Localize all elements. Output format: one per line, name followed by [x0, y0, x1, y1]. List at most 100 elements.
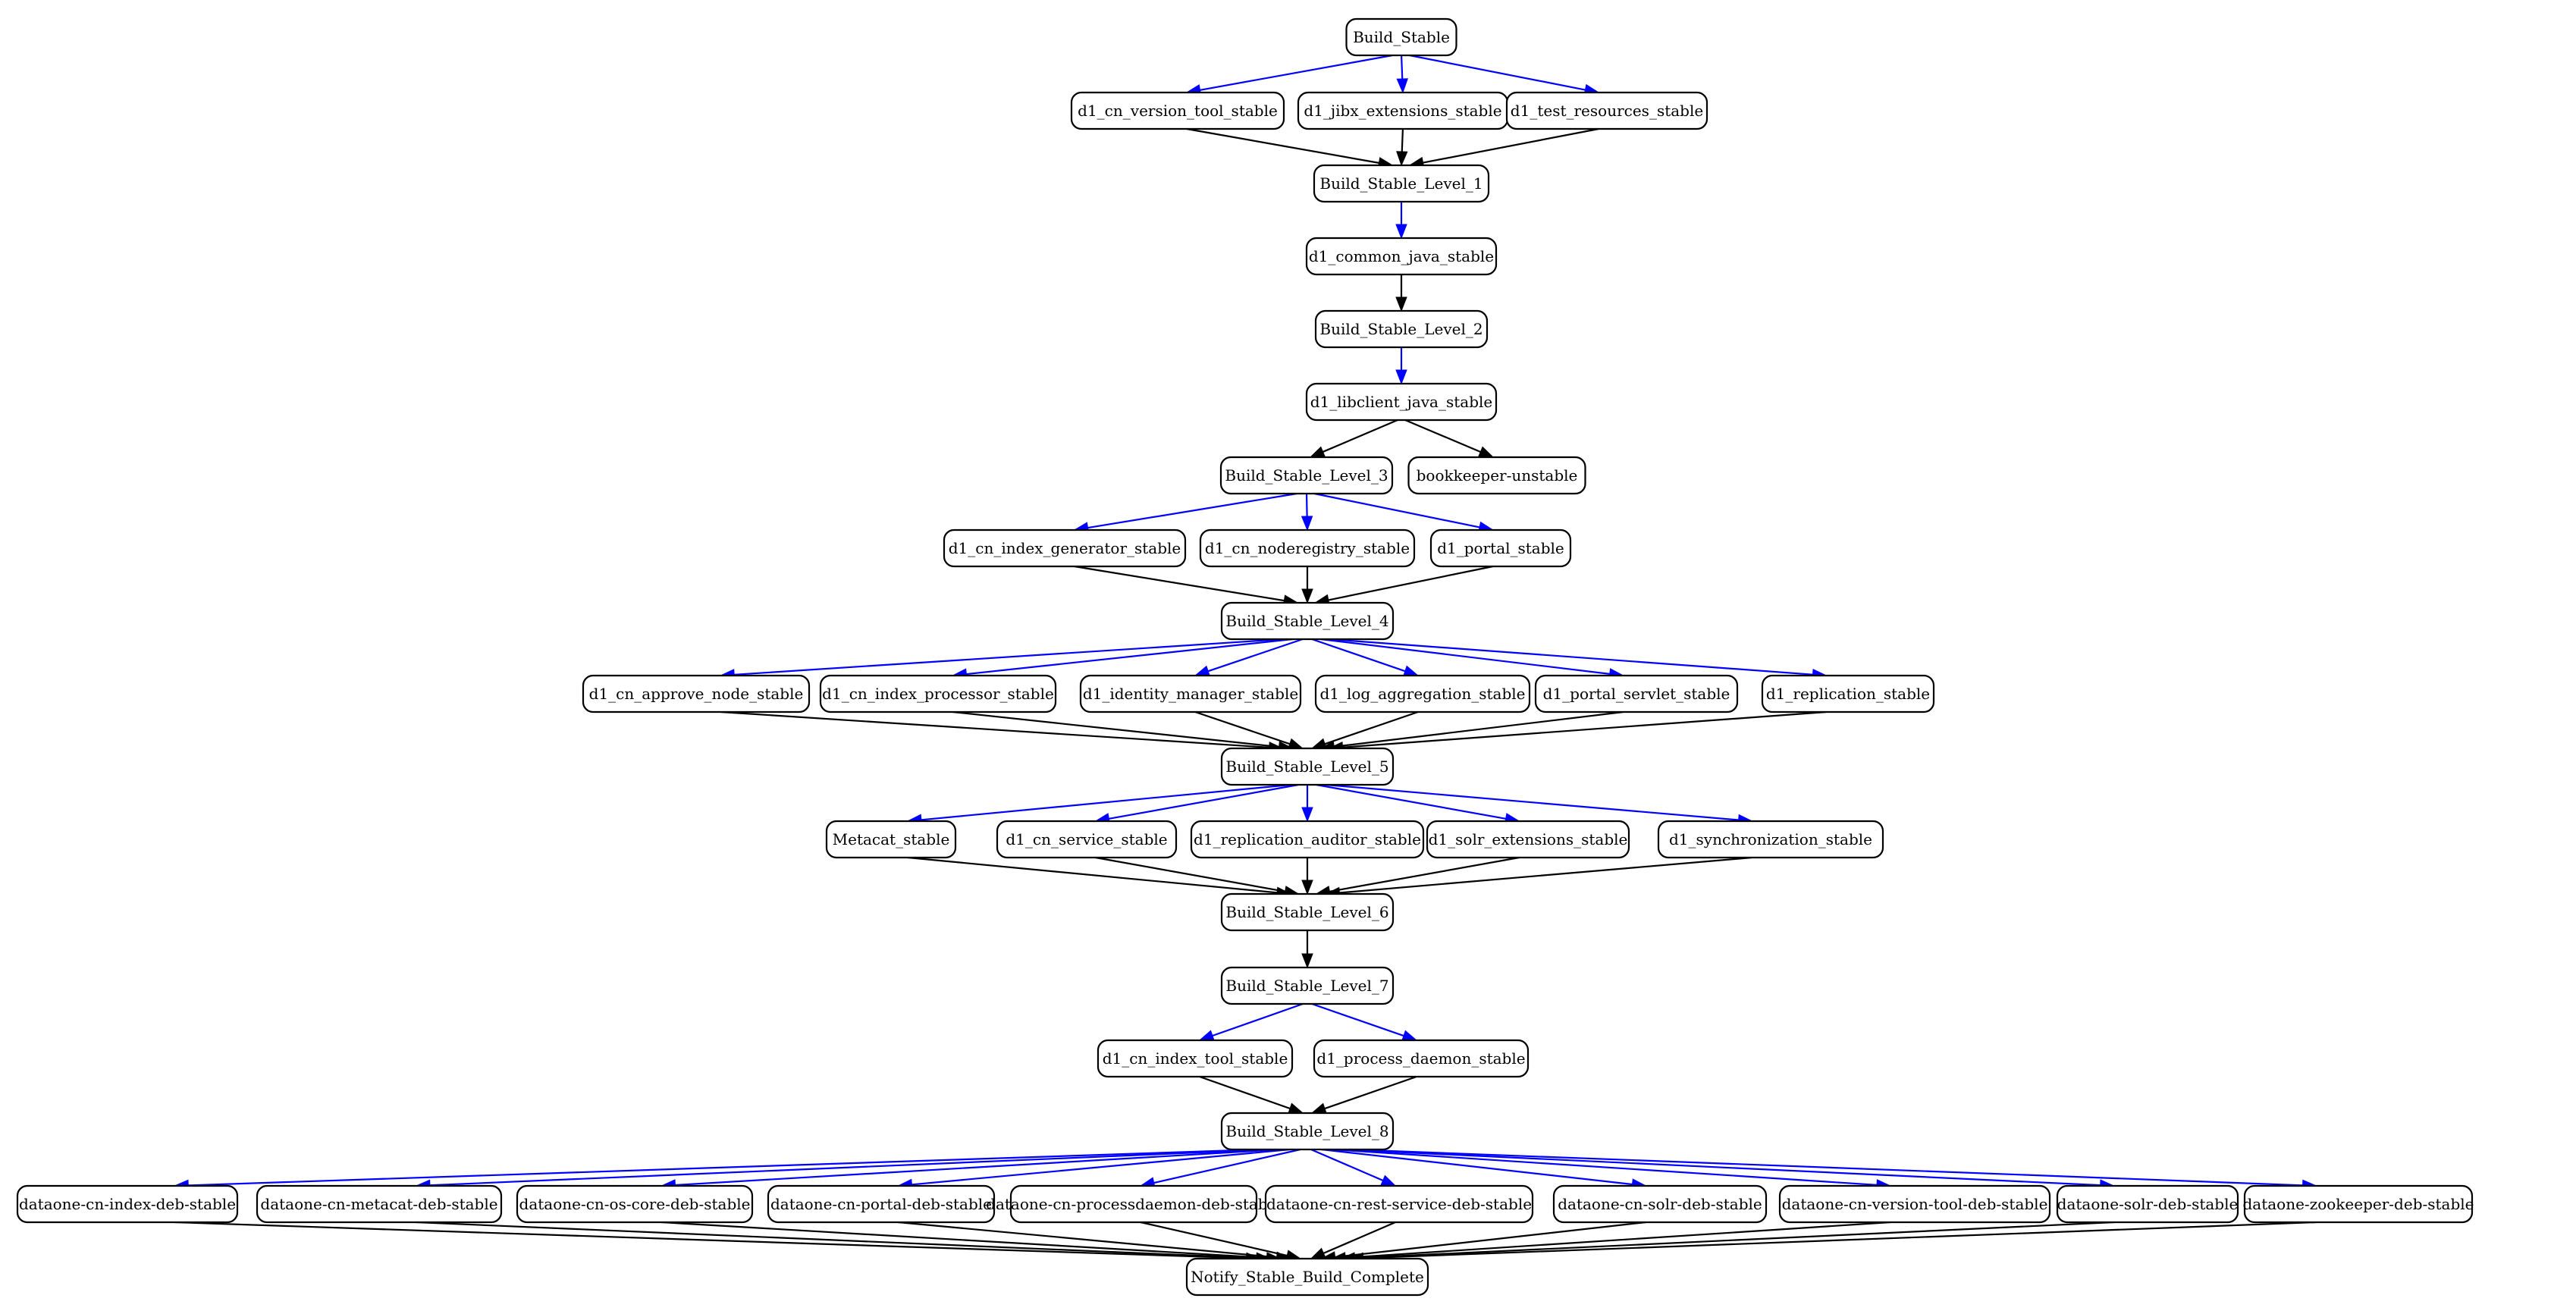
node-l6[interactable]: Build_Stable_Level_6 — [1220, 892, 1395, 932]
node-l3[interactable]: Build_Stable_Level_3 — [1219, 456, 1394, 495]
node-label: dataone-cn-metacat-deb-stable — [260, 1195, 497, 1213]
node-cs[interactable]: d1_cn_service_stable — [996, 820, 1178, 859]
node-rep[interactable]: d1_replication_stable — [1761, 674, 1935, 713]
node-box — [1220, 1112, 1395, 1151]
node-la[interactable]: d1_log_aggregation_stable — [1314, 674, 1531, 713]
node-db1[interactable]: dataone-cn-index-deb-stable — [16, 1184, 239, 1224]
node-box — [825, 820, 957, 859]
node-label: d1_cn_index_processor_stable — [822, 685, 1054, 703]
edge-line — [1311, 1002, 1404, 1037]
node-label: dataone-cn-index-deb-stable — [19, 1195, 236, 1213]
node-db10[interactable]: dataone-zookeeper-deb-stable — [2242, 1184, 2474, 1224]
node-label: d1_libclient_java_stable — [1310, 393, 1492, 411]
edge-arrowhead — [1395, 369, 1407, 385]
node-l7[interactable]: Build_Stable_Level_7 — [1220, 966, 1395, 1005]
edge-line — [1423, 127, 1599, 164]
edge-arrowhead — [1301, 588, 1313, 604]
node-vt[interactable]: d1_cn_version_tool_stable — [1070, 91, 1285, 130]
edge-line — [1212, 1002, 1304, 1037]
node-l4[interactable]: Build_Stable_Level_4 — [1220, 601, 1395, 641]
edge-line — [1321, 1148, 1633, 1186]
node-box — [767, 1184, 996, 1224]
node-nr[interactable]: d1_cn_noderegistry_stable — [1199, 528, 1416, 568]
node-box — [582, 674, 811, 713]
node-box — [1429, 528, 1572, 568]
edge-arrowhead — [1396, 151, 1408, 167]
node-box — [1345, 17, 1457, 57]
edge-line — [720, 710, 1269, 748]
edge-line — [1342, 710, 1827, 748]
node-label: dataone-cn-portal-deb-stable — [770, 1195, 992, 1213]
edge-l2-to-lcj — [1395, 347, 1407, 385]
node-db9[interactable]: dataone-solr-deb-stable — [2056, 1184, 2239, 1224]
node-db7[interactable]: dataone-cn-solr-deb-stable — [1552, 1184, 1768, 1224]
node-box — [1657, 820, 1884, 859]
edge-line — [1153, 1148, 1301, 1184]
edge-line — [675, 1148, 1281, 1187]
edge-line — [1323, 419, 1398, 453]
node-an[interactable]: d1_cn_approve_node_stable — [582, 674, 811, 713]
edge-line — [1341, 1148, 2101, 1187]
node-label: d1_process_daemon_stable — [1316, 1049, 1525, 1068]
node-ig[interactable]: d1_cn_index_generator_stable — [943, 528, 1187, 568]
node-se[interactable]: d1_solr_extensions_stable — [1426, 820, 1630, 859]
node-cj[interactable]: d1_common_java_stable — [1305, 237, 1498, 276]
node-label: bookkeeper-unstable — [1417, 466, 1578, 485]
edge-l1-to-cj — [1395, 202, 1407, 240]
edge-l7-to-it — [1198, 1002, 1304, 1042]
node-label: dataone-solr-deb-stable — [2057, 1195, 2239, 1213]
node-ps[interactable]: d1_portal_stable — [1429, 528, 1572, 568]
node-box — [1097, 1039, 1294, 1078]
node-db5[interactable]: dataone-cn-processdaemon-deb-stable — [986, 1184, 1282, 1224]
node-l1[interactable]: Build_Stable_Level_1 — [1313, 164, 1490, 203]
node-ra[interactable]: d1_replication_auditor_stable — [1190, 820, 1425, 859]
node-label: dataone-cn-solr-deb-stable — [1558, 1195, 1762, 1213]
node-l2[interactable]: Build_Stable_Level_2 — [1314, 309, 1489, 349]
node-it[interactable]: d1_cn_index_tool_stable — [1097, 1039, 1294, 1078]
node-box — [996, 820, 1178, 859]
node-tr[interactable]: d1_test_resources_stable — [1505, 91, 1708, 130]
edge-jibx-to-l1 — [1396, 128, 1408, 167]
node-db8[interactable]: dataone-cn-version-tool-deb-stable — [1778, 1184, 2051, 1224]
node-ip[interactable]: d1_cn_index_processor_stable — [819, 674, 1057, 713]
node-box — [516, 1184, 754, 1224]
edge-l5-to-ra — [1301, 785, 1313, 823]
edge-line — [911, 1148, 1291, 1186]
node-sy[interactable]: d1_synchronization_stable — [1657, 820, 1884, 859]
node-db2[interactable]: dataone-cn-metacat-deb-stable — [256, 1184, 503, 1224]
node-bs[interactable]: Build_Stable — [1345, 17, 1457, 57]
edge-arrowhead — [1395, 296, 1407, 312]
edge-line — [1324, 710, 1419, 745]
edge-line — [1200, 54, 1393, 91]
node-box — [1314, 674, 1531, 713]
node-mc[interactable]: Metacat_stable — [825, 820, 957, 859]
edge-line — [1207, 638, 1304, 673]
node-label: d1_log_aggregation_stable — [1319, 685, 1525, 703]
node-psv[interactable]: d1_portal_servlet_stable — [1534, 674, 1739, 713]
node-nt[interactable]: Notify_Stable_Build_Complete — [1185, 1257, 1429, 1297]
node-label: d1_portal_stable — [1437, 539, 1564, 557]
node-label: Build_Stable_Level_8 — [1225, 1122, 1388, 1140]
edge-la-to-l5 — [1310, 710, 1419, 750]
edge-line — [734, 638, 1283, 676]
edge-line — [1311, 638, 1406, 673]
node-l8[interactable]: Build_Stable_Level_8 — [1220, 1112, 1395, 1151]
node-db6[interactable]: dataone-cn-rest-service-deb-stable — [1264, 1184, 1534, 1224]
node-lcj[interactable]: d1_libclient_java_stable — [1305, 382, 1498, 422]
edge-line — [1354, 1221, 2114, 1259]
node-box — [1185, 1257, 1429, 1297]
edge-ra-to-l6 — [1301, 858, 1313, 895]
node-box — [16, 1184, 239, 1224]
node-pd[interactable]: d1_process_daemon_stable — [1313, 1039, 1530, 1078]
node-bk[interactable]: bookkeeper-unstable — [1407, 456, 1586, 495]
node-im[interactable]: d1_identity_manager_stable — [1079, 674, 1302, 713]
edge-line — [1140, 1221, 1288, 1257]
node-box — [819, 674, 1057, 713]
node-l5[interactable]: Build_Stable_Level_5 — [1220, 747, 1395, 786]
node-label: Build_Stable_Level_3 — [1225, 466, 1388, 485]
node-db4[interactable]: dataone-cn-portal-deb-stable — [767, 1184, 996, 1224]
node-label: Build_Stable_Level_4 — [1225, 612, 1388, 630]
edge-nr-to-l4 — [1301, 566, 1313, 604]
node-db3[interactable]: dataone-cn-os-core-deb-stable — [516, 1184, 754, 1224]
node-jibx[interactable]: d1_jibx_extensions_stable — [1297, 91, 1509, 130]
